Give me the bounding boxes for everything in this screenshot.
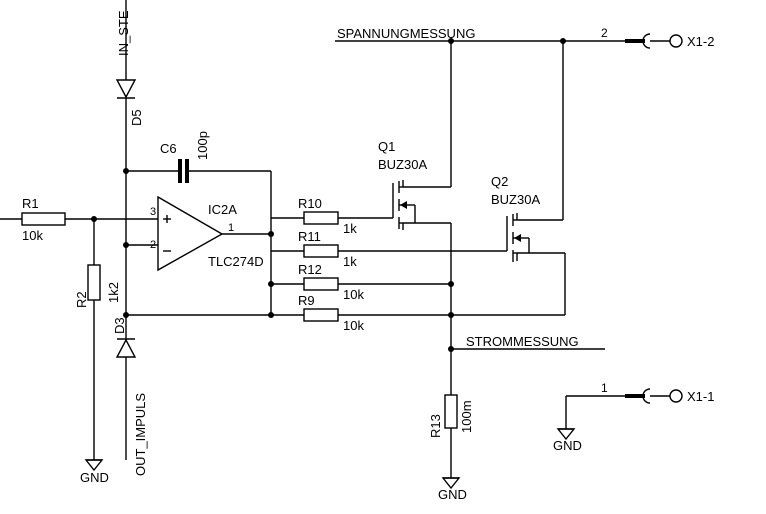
diode-d5: D5	[115, 79, 144, 126]
net-label-out-impuls: OUT_IMPULS	[133, 393, 148, 476]
net-label-in-step: IN_STE	[116, 10, 131, 56]
svg-text:R11: R11	[298, 229, 321, 244]
net-label-spannungmessung: SPANNUNGMESSUNG	[337, 26, 475, 41]
ground-symbol-x1-1: GND	[553, 428, 582, 453]
resistor-r9: R9 10k	[298, 293, 364, 333]
svg-text:1k: 1k	[343, 254, 357, 269]
ground-symbol-r2: GND	[80, 459, 109, 485]
svg-text:10k: 10k	[343, 287, 364, 302]
svg-text:2: 2	[150, 239, 156, 251]
junctions	[91, 38, 566, 352]
svg-text:D3: D3	[112, 317, 127, 334]
mosfet-q2: Q2 BUZ30A	[491, 174, 540, 262]
svg-text:1: 1	[228, 222, 234, 234]
svg-text:Q2: Q2	[491, 174, 508, 189]
svg-text:100m: 100m	[459, 400, 474, 433]
svg-text:R12: R12	[298, 262, 322, 277]
svg-text:GND: GND	[553, 438, 582, 453]
mosfet-q1: Q1 BUZ30A	[378, 139, 427, 230]
svg-text:1k: 1k	[343, 221, 357, 236]
connector-x1-1: 1 X1-1	[601, 381, 714, 404]
capacitor-c6: C6 100p	[160, 131, 210, 183]
svg-text:R2: R2	[74, 291, 89, 308]
svg-text:D5: D5	[129, 109, 144, 126]
svg-text:2: 2	[601, 26, 608, 40]
wires	[0, 0, 625, 478]
svg-text:IC2A: IC2A	[208, 202, 237, 217]
svg-text:R13: R13	[428, 414, 443, 438]
resistor-r2: R2 1k2	[74, 264, 121, 308]
svg-text:100p: 100p	[195, 131, 210, 160]
svg-text:1k2: 1k2	[106, 282, 121, 303]
svg-text:1: 1	[601, 381, 608, 395]
resistor-r11: R11 1k	[298, 229, 357, 269]
svg-text:10k: 10k	[343, 318, 364, 333]
svg-text:X1-1: X1-1	[687, 389, 714, 404]
resistor-r12: R12 10k	[298, 262, 364, 302]
svg-text:BUZ30A: BUZ30A	[491, 192, 540, 207]
svg-text:10k: 10k	[22, 228, 43, 243]
resistor-r10: R10 1k	[298, 196, 357, 236]
svg-text:GND: GND	[438, 487, 467, 502]
resistor-r13: R13 100m	[428, 394, 474, 438]
resistor-r1: R1 10k	[21, 196, 66, 243]
svg-text:C6: C6	[160, 141, 177, 156]
svg-text:TLC274D: TLC274D	[208, 254, 264, 269]
svg-text:X1-2: X1-2	[687, 34, 714, 49]
net-label-strommessung: STROMMESSUNG	[466, 334, 579, 349]
svg-text:Q1: Q1	[378, 139, 395, 154]
diode-d3: D3	[112, 317, 137, 358]
opamp-ic2a: 3 2 1 IC2A TLC274D	[150, 195, 264, 272]
ground-symbol-r13: GND	[438, 477, 467, 502]
svg-text:BUZ30A: BUZ30A	[378, 157, 427, 172]
svg-text:R1: R1	[22, 196, 39, 211]
svg-text:3: 3	[150, 206, 156, 218]
svg-text:R9: R9	[298, 293, 315, 308]
svg-text:GND: GND	[80, 470, 109, 485]
svg-text:R10: R10	[298, 196, 322, 211]
connector-x1-2: 2 X1-2	[601, 26, 714, 49]
